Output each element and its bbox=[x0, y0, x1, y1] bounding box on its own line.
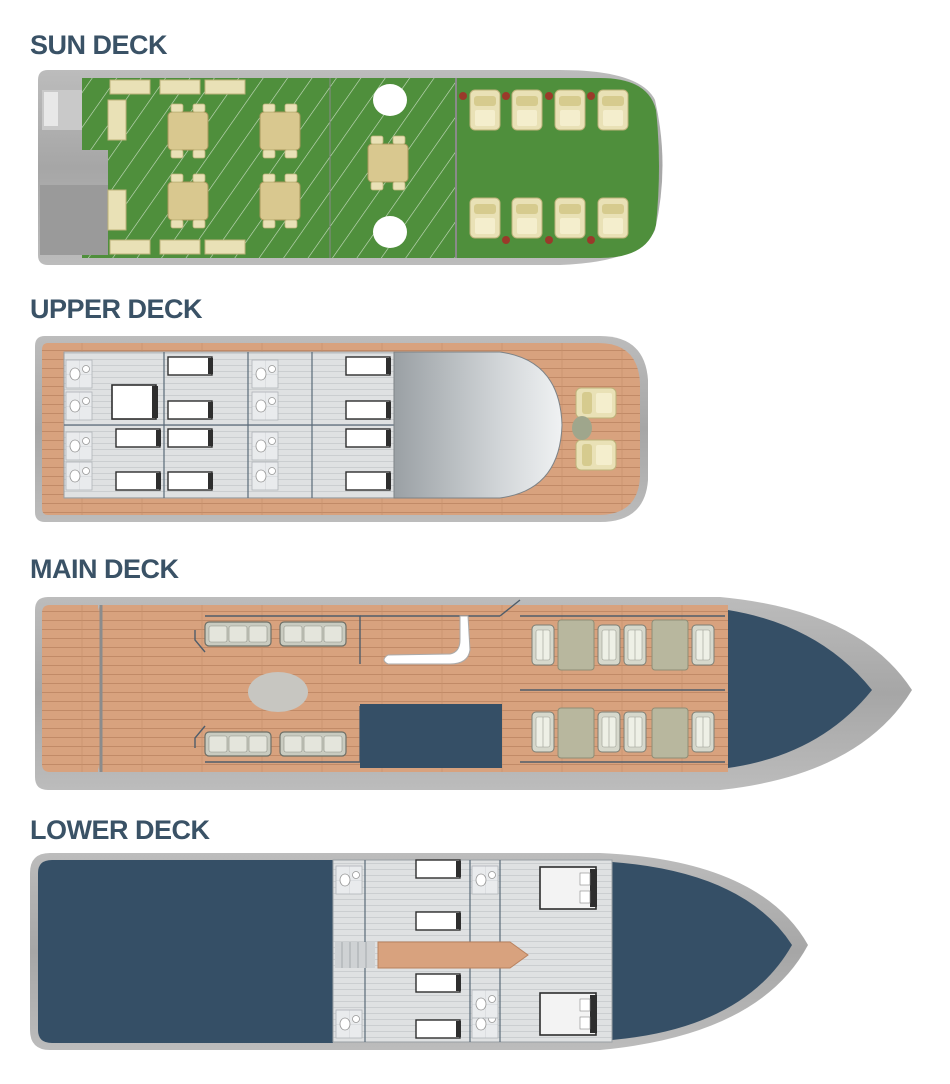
dining-set-icon bbox=[531, 619, 715, 759]
navy-area bbox=[360, 704, 502, 768]
stairs-icon bbox=[335, 942, 375, 968]
bar-counter bbox=[383, 615, 471, 665]
sun-deck-plan bbox=[38, 70, 663, 265]
corridor bbox=[377, 941, 529, 969]
cabin-bed-icon bbox=[111, 356, 392, 491]
sun-deck-title: SUN DECK bbox=[30, 30, 168, 60]
upper-deck-title: UPPER DECK bbox=[30, 294, 203, 324]
lower-deck-title: LOWER DECK bbox=[30, 815, 210, 845]
dining-table-icon bbox=[167, 103, 209, 159]
engine-room-area bbox=[38, 860, 333, 1043]
bow-area bbox=[728, 610, 872, 768]
jacuzzi-icon bbox=[373, 84, 407, 116]
upper-deck-plan bbox=[35, 336, 648, 522]
lower-deck-plan bbox=[30, 853, 808, 1050]
main-deck-title: MAIN DECK bbox=[30, 554, 179, 584]
glass-roof bbox=[393, 351, 563, 499]
lounge-sofa-icon bbox=[204, 621, 272, 647]
main-deck-plan bbox=[35, 597, 912, 790]
bow-storage-area bbox=[612, 862, 792, 1040]
